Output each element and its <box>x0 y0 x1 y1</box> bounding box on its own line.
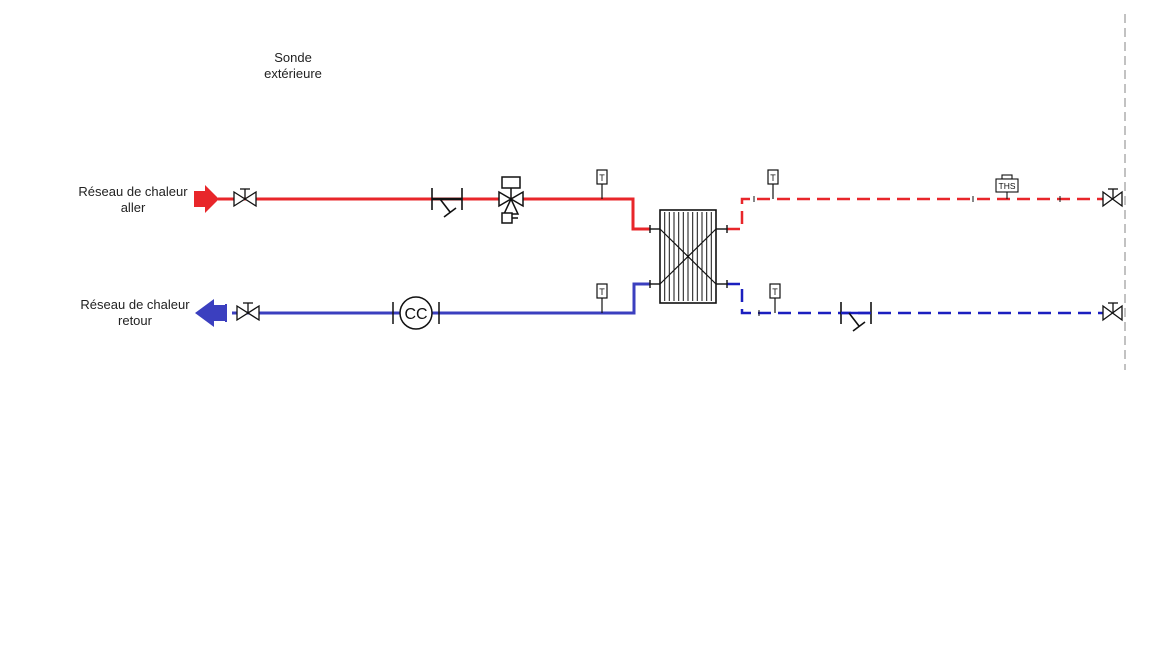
gate-valve-icon <box>1102 302 1123 322</box>
temperature-sensor-label: T <box>599 173 605 183</box>
temperature-sensor <box>767 169 779 199</box>
ths-sensor-label: THS <box>999 181 1016 191</box>
outdoor-sensor-label-line2: extérieure <box>264 66 322 81</box>
pipe-ticks <box>753 196 1061 316</box>
heat-meter <box>392 296 440 330</box>
return-pipe <box>232 282 650 315</box>
temperature-sensor-label: T <box>599 287 605 297</box>
strainer-icon <box>840 302 872 332</box>
plate-heat-exchanger-icon <box>649 209 728 304</box>
arrow-right-icon <box>194 185 219 213</box>
temperature-sensor <box>596 283 608 313</box>
heat-meter-label: CC <box>404 306 427 323</box>
arrow-left-icon <box>195 299 227 327</box>
ths-sensor <box>995 174 1019 199</box>
outdoor-sensor-label: Sonde extérieure <box>252 50 334 82</box>
return-network-label-line1: Réseau de chaleur <box>80 297 190 312</box>
gate-valve-icon <box>233 188 257 208</box>
gate-valve-icon <box>236 302 260 322</box>
return-network-label: Réseau de chaleur retour <box>70 297 200 329</box>
supply-network-label-line1: Réseau de chaleur <box>78 184 188 199</box>
temperature-sensor-label: T <box>772 287 778 297</box>
return-secondary-pipe <box>727 282 1122 315</box>
strainer-icon <box>431 188 463 218</box>
return-network-label-line2: retour <box>118 313 152 328</box>
supply-network-label-line2: aller <box>120 200 146 215</box>
supply-pipe <box>218 197 650 231</box>
supply-secondary-pipe <box>727 197 1122 231</box>
outdoor-sensor-label-line1: Sonde <box>274 50 312 65</box>
three-way-control-valve-icon <box>498 176 524 224</box>
supply-network-label: Réseau de chaleur aller <box>68 184 198 216</box>
gate-valve-icon <box>1102 188 1123 208</box>
temperature-sensor <box>769 283 781 313</box>
temperature-sensor-label: T <box>770 173 776 183</box>
temperature-sensor <box>596 169 608 199</box>
